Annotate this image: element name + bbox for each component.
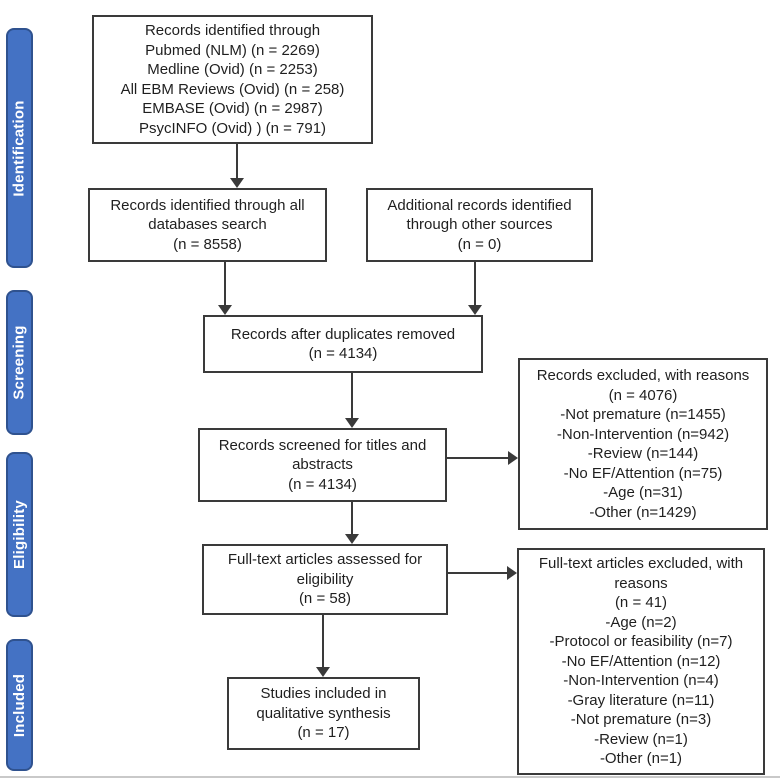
box-duplicates-removed: Records after duplicates removed (n = 413…	[203, 315, 483, 373]
text-line: Records identified through	[144, 22, 321, 39]
stage-label-identification: Identification	[11, 99, 29, 197]
arrow-screened-to-fulltext-head	[345, 534, 359, 544]
box-databases-search: Records identified through all databases …	[88, 188, 327, 262]
text-line: (n = 58)	[298, 590, 352, 608]
text-line: -Non-Intervention (n=942)	[556, 425, 730, 443]
text-line: Full-text articles excluded, with	[538, 555, 744, 573]
stage-label-included: Included	[11, 673, 28, 737]
text-line: Records identified through all	[110, 196, 305, 214]
text-line: reasons	[614, 574, 668, 592]
stage-bar-included: Included	[6, 639, 33, 771]
text-line: eligibility	[296, 570, 354, 588]
text-line: (n = 8558)	[173, 235, 242, 253]
text-line: PsycINFO (Ovid) ) (n = 791)	[138, 119, 327, 137]
arrow-fulltext-to-included-head	[316, 667, 330, 677]
arrow-fulltext-to-included-line	[322, 615, 324, 668]
text-line: Records screened for titles and	[218, 436, 427, 454]
arrow-duplicates-to-screened-line	[351, 373, 353, 419]
arrow-additional-to-duplicates-head	[468, 305, 482, 315]
text-line: -Review (n=144)	[587, 445, 699, 462]
text-line: -Review (n=1)	[594, 730, 688, 748]
box-additional-records: Additional records identified through oth…	[366, 188, 593, 262]
stage-bar-identification: Identification	[6, 28, 33, 268]
arrow-fulltext-to-excluded-head	[507, 566, 517, 580]
text-line: All EBM Reviews (Ovid) (n = 258)	[120, 80, 345, 98]
arrow-duplicates-to-screened-head	[345, 418, 359, 428]
arrow-screened-to-excluded-line	[447, 457, 509, 459]
text-line: through other sources	[406, 216, 553, 234]
text-line: abstracts	[292, 456, 353, 474]
text-line: (n = 17)	[297, 724, 350, 742]
box-records-screened: Records screened for titles and abstracts…	[198, 428, 447, 502]
text-line: -Non-Intervention (n=4)	[563, 672, 719, 690]
arrow-databases-to-duplicates-line	[224, 262, 226, 306]
text-line: Studies included in	[260, 685, 387, 703]
stage-bar-eligibility: Eligibility	[6, 452, 33, 617]
text-line: -No EF/Attention (n=12)	[561, 652, 721, 670]
text-line: Full-text articles assessed for	[227, 551, 423, 569]
text-line: -No EF/Attention (n=75)	[563, 464, 723, 482]
text-line: Pubmed (NLM) (n = 2269)	[145, 41, 320, 59]
arrow-additional-to-duplicates-line	[474, 262, 476, 306]
text-line: Records excluded, with reasons	[536, 367, 750, 384]
text-line: (n = 4134)	[288, 475, 357, 493]
arrow-screened-to-fulltext-line	[351, 502, 353, 535]
text-line: -Other (n=1429)	[589, 503, 697, 521]
box-records-excluded: Records excluded, with reasons (n = 4076)…	[518, 358, 768, 530]
arrow-sources-to-databases-line	[236, 144, 238, 179]
text-line: -Not premature (n=1455)	[560, 406, 726, 423]
text-line: Medline (Ovid) (n = 2253)	[147, 61, 318, 78]
text-line: -Age (n=31)	[603, 484, 683, 501]
text-line: -Other (n=1)	[599, 750, 683, 768]
figure-bottom-border	[0, 776, 780, 778]
text-line: (n = 4076)	[608, 386, 678, 404]
arrow-sources-to-databases-head	[230, 178, 244, 188]
text-line: EMBASE (Ovid) (n = 2987)	[142, 100, 323, 117]
text-line: qualitative synthesis	[256, 704, 391, 722]
text-line: -Gray literature (n=11)	[567, 691, 715, 709]
text-line: -Protocol or feasibility (n=7)	[549, 633, 733, 651]
text-line: databases search	[148, 216, 267, 234]
arrow-fulltext-to-excluded-line	[448, 572, 508, 574]
text-line: Additional records identified	[387, 196, 572, 214]
stage-label-eligibility: Eligibility	[11, 500, 28, 569]
text-line: (n = 41)	[614, 594, 668, 612]
text-line: Records after duplicates removed	[230, 325, 456, 343]
text-line: (n = 4134)	[308, 345, 378, 362]
stage-bar-screening: Screening	[6, 290, 33, 435]
text-line: (n = 0)	[457, 235, 502, 253]
text-line: -Age (n=2)	[605, 613, 677, 631]
arrow-screened-to-excluded-head	[508, 451, 518, 465]
stage-label-screening: Screening	[11, 325, 29, 400]
text-line: -Not premature (n=3)	[570, 711, 712, 729]
arrow-databases-to-duplicates-head	[218, 305, 232, 315]
